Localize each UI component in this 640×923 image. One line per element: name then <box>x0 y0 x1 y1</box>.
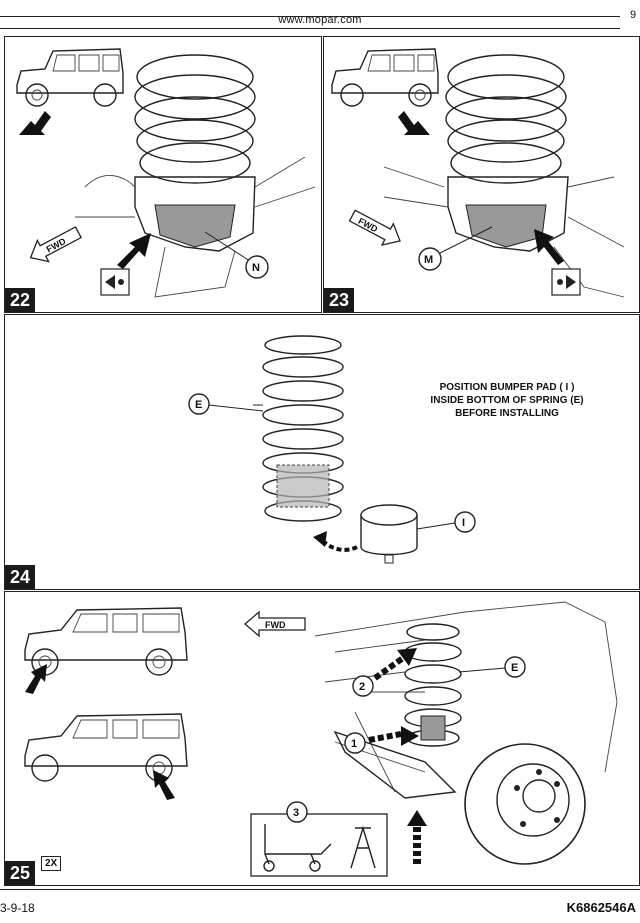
curved-arrow-icon <box>321 539 358 552</box>
step-number: 23 <box>324 288 354 312</box>
vehicle-thumbnail-icon <box>16 48 124 107</box>
vehicle-side-icon <box>24 607 188 676</box>
brake-rotor-icon <box>464 743 586 865</box>
note-line: POSITION BUMPER PAD ( I ) <box>439 382 575 393</box>
fwd-arrow-icon: FWD <box>244 610 306 638</box>
dashed-arrow-icon <box>373 655 405 681</box>
callout-m: M <box>424 254 433 266</box>
footer-rule <box>0 889 640 890</box>
header-rule-bottom <box>0 28 620 29</box>
quantity-badge: 2X <box>41 856 62 871</box>
footer-date: 3-9-18 <box>0 901 35 915</box>
step-23-panel: FWD M 23 <box>323 36 640 313</box>
view-eye-icon <box>551 268 581 296</box>
note-line: BEFORE INSTALLING <box>455 408 559 419</box>
coil-spring-icon <box>445 54 567 184</box>
dashed-arrow-icon <box>368 731 402 743</box>
fwd-arrow-icon: FWD <box>348 209 401 246</box>
view-eye-icon <box>100 268 130 296</box>
bumper-pad-icon <box>360 504 418 564</box>
page-number: 9 <box>630 9 637 21</box>
header-rule-top <box>0 16 620 17</box>
callout-3: 3 <box>293 807 299 819</box>
direction-arrow-icon <box>117 233 151 269</box>
coil-spring-icon <box>134 54 256 184</box>
step-24-panel: E I POSITION BUMPER PAD ( I ) INSIDE BOT… <box>4 314 640 590</box>
pointer-arrow-icon <box>19 111 51 135</box>
direction-arrow-icon <box>534 229 564 265</box>
callout-2: 2 <box>359 681 365 693</box>
step-22-illustration: FWD N <box>16 48 316 298</box>
pointer-arrow-icon <box>398 111 430 135</box>
step-25-illustration: FWD E 1 <box>24 601 618 877</box>
fwd-label: FWD <box>265 620 286 630</box>
pointer-arrow-icon <box>153 770 175 800</box>
step-number: 22 <box>5 288 35 312</box>
header-url: www.mopar.com <box>278 14 362 26</box>
vehicle-side-icon <box>24 713 188 782</box>
callout-i: I <box>462 517 465 529</box>
step-24-note: POSITION BUMPER PAD ( I ) INSIDE BOTTOM … <box>407 381 607 420</box>
pointer-arrow-icon <box>25 664 47 694</box>
step-number: 25 <box>5 861 35 885</box>
footer-doc-number: K6862546A <box>566 900 636 915</box>
vehicle-thumbnail-icon <box>331 48 439 107</box>
callout-1: 1 <box>351 738 357 750</box>
jack-tool-inset <box>250 813 388 877</box>
callout-e: E <box>511 662 518 674</box>
callout-e: E <box>195 399 202 411</box>
step-22-panel: FWD N 22 <box>4 36 322 313</box>
step-number: 24 <box>5 565 35 589</box>
fwd-arrow-icon: FWD <box>29 226 83 263</box>
step-23-illustration: FWD M <box>331 48 625 298</box>
step-24-illustration: E I <box>188 335 476 564</box>
note-line: INSIDE BOTTOM OF SPRING (E) <box>430 395 584 406</box>
step-25-panel: FWD E 1 <box>4 591 640 886</box>
callout-n: N <box>252 262 260 274</box>
